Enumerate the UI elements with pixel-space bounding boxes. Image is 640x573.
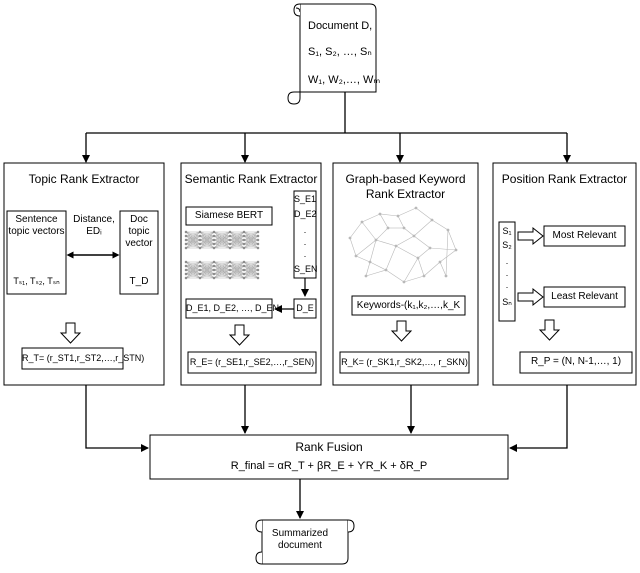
topic-rank-box (21, 347, 124, 370)
position-rank-box (519, 351, 633, 374)
doc-embeddings-label: D_E1, D_E2, …, D_EN (186, 303, 280, 313)
topic-rank-label: R_T= (r_ST1,r_ST2,…,r_STN) (22, 353, 145, 363)
document-sentences: S₁, S₂, …, Sₙ (308, 46, 372, 58)
rank-fusion-formula: R_final = αR_T + βR_E + ϒR_K + δR_P (230, 460, 428, 472)
position-extractor-title: Position Rank Extractor (501, 172, 628, 186)
position-sentence-item: . (505, 268, 509, 278)
de-label: D_E (296, 303, 314, 313)
document-title: Document D, (308, 20, 373, 32)
distance-label: Distance, EDᵢ (73, 214, 115, 237)
output-scroll-shape (255, 519, 355, 565)
position-sentence-item: . (505, 280, 509, 290)
embedding-item: S_EN (294, 264, 318, 274)
embedding-item: . (303, 237, 307, 247)
doc-vector-box (119, 210, 159, 295)
semantic-rank-box (187, 351, 317, 374)
summarized-document-label: Summarized document (271, 528, 329, 551)
keyword-rank-box (339, 351, 470, 374)
keyword-rank-label: R_K= (r_SK1,r_SK2,…, r_SKN) (341, 357, 468, 367)
embedding-item: D_E2 (294, 209, 317, 219)
sentence-list-box (498, 221, 516, 322)
embedding-item: S_E1 (294, 194, 317, 204)
least-relevant-label: Least Relevant (551, 291, 618, 302)
sentence-vectors-box (6, 210, 67, 295)
position-sentence-item: Sₙ (502, 297, 512, 307)
graph-extractor-title: Graph-based Keyword Rank Extractor (345, 172, 466, 201)
position-rank-label: R_P = (N, N-1,…, 1) (530, 356, 622, 367)
document-scroll-shape (287, 3, 377, 105)
position-sentence-item: S₁ (502, 226, 512, 236)
doc-embeddings-box (185, 298, 273, 319)
neural-network-icon (184, 230, 260, 280)
position-extractor-box (492, 162, 637, 386)
rank-fusion-box (149, 434, 509, 480)
least-relevant-box (543, 286, 626, 308)
top-connectors (82, 92, 571, 163)
doc-vector-label: Doc topic vector (125, 214, 153, 249)
embedding-item: . (303, 225, 307, 235)
position-sentence-item: . (505, 256, 509, 266)
sentence-vars-label: Tₛ₁, Tₛ₂, Tₛₙ (13, 276, 60, 286)
semantic-extractor-title: Semantic Rank Extractor (184, 172, 318, 186)
keywords-box (351, 295, 466, 316)
sentence-vectors-label: Sentence topic vectors (8, 214, 65, 237)
document-words: W₁, W₂,…, Wₘ (308, 74, 381, 86)
fusion-connectors (85, 385, 568, 452)
siamese-bert-box (185, 206, 273, 226)
doc-var-label: T_D (129, 276, 149, 287)
siamese-bert-label: Siamese BERT (194, 210, 264, 221)
topic-extractor-title: Topic Rank Extractor (28, 172, 140, 186)
keyword-graph-icon (348, 206, 458, 284)
most-relevant-label: Most Relevant (552, 230, 617, 241)
graph-extractor-box (332, 162, 479, 386)
rank-fusion-title: Rank Fusion (295, 440, 363, 454)
semantic-extractor-box (180, 162, 322, 386)
most-relevant-box (543, 225, 626, 247)
semantic-rank-label: R_E= (r_SE1,r_SE2,…,r_SEN) (189, 357, 315, 367)
position-sentence-item: S₂ (502, 240, 512, 250)
embedding-item: . (303, 249, 307, 259)
topic-extractor-box (3, 162, 165, 386)
keywords-label: Keywords-(k₁,k₂,…,k_K (356, 300, 461, 311)
hollow-arrows (59, 226, 561, 346)
